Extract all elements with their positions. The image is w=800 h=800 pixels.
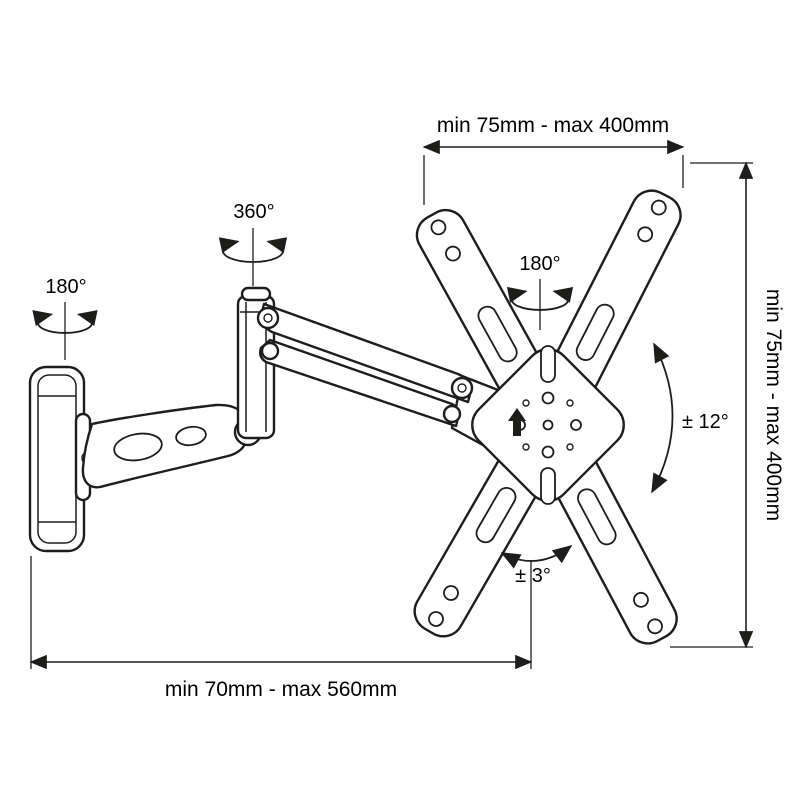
wall-swivel-annotation: 180° <box>32 276 98 360</box>
tilt-annotation: ± 12° <box>651 342 729 494</box>
bottom-dimension-label: min 70mm - max 560mm <box>165 678 397 701</box>
top-dimension: min 75mm - max 400mm <box>422 114 685 205</box>
vesa-arm-bottom-right <box>547 449 678 645</box>
right-dimension-label: min 75mm - max 400mm <box>762 289 785 521</box>
up-arrow-icon <box>508 408 526 436</box>
bottom-dimension: min 70mm - max 560mm <box>29 556 533 701</box>
swivel-post <box>236 286 276 440</box>
gas-spring-arm <box>256 302 500 452</box>
plate-swivel-label: 180° <box>519 253 560 275</box>
arm-rotation-label: 360° <box>233 201 274 223</box>
wall-swivel-label: 180° <box>45 276 86 298</box>
plate-swivel-annotation: 180° <box>506 253 574 330</box>
vesa-arm-bottom-left <box>413 448 547 638</box>
level-adjust-label: ± 3° <box>515 565 551 587</box>
lower-arm <box>81 403 263 489</box>
level-adjust-annotation: ± 3° <box>500 545 573 587</box>
tilt-label: ± 12° <box>682 411 729 433</box>
arm-rotation-annotation: 360° <box>218 201 288 286</box>
top-dimension-label: min 75mm - max 400mm <box>437 114 669 137</box>
vesa-center-plate <box>471 345 625 505</box>
right-dimension: min 75mm - max 400mm <box>670 161 785 649</box>
